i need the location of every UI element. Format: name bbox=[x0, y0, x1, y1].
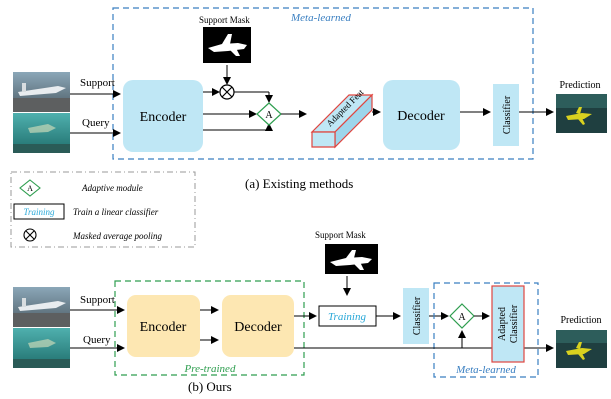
query-image-top bbox=[13, 113, 70, 153]
legend-pool-icon bbox=[23, 228, 37, 242]
support-image-bottom bbox=[13, 287, 70, 327]
decoder-box-bottom bbox=[222, 295, 294, 357]
classifier-box-bottom bbox=[403, 288, 429, 344]
encoder-box-bottom bbox=[127, 295, 200, 357]
pretrained-label: Pre-trained bbox=[184, 363, 236, 375]
support-label-bottom: Support bbox=[80, 294, 115, 306]
query-label-top: Query bbox=[82, 117, 110, 129]
svg-text:A: A bbox=[27, 184, 33, 193]
adaptive-module-icon-top: A bbox=[256, 102, 282, 126]
legend-adaptive-text: Adaptive module bbox=[81, 183, 143, 193]
legend-training-label: Training bbox=[23, 207, 55, 217]
classifier-box-top bbox=[493, 84, 519, 146]
meta-learned-label-bottom: Meta-learned bbox=[455, 364, 516, 376]
decoder-box-top bbox=[383, 80, 460, 150]
adapted-classifier-label-2: Classifier bbox=[509, 304, 520, 343]
adapted-feat-block-top: Adapted Feat bbox=[310, 87, 374, 149]
meta-learned-region-bottom bbox=[433, 282, 539, 378]
encoder-label-top: Encoder bbox=[140, 110, 187, 125]
decoder-label-top: Decoder bbox=[397, 109, 445, 124]
svg-text:A: A bbox=[265, 110, 273, 121]
legend-adaptive-icon: A bbox=[19, 179, 41, 197]
legend-training-box bbox=[13, 203, 65, 220]
support-label-top: Support bbox=[80, 77, 115, 89]
support-mask-image-top bbox=[203, 27, 251, 63]
pretrained-region bbox=[114, 280, 305, 376]
query-label-bottom: Query bbox=[83, 334, 111, 346]
caption-bottom: (b) Ours bbox=[188, 379, 232, 394]
support-mask-image-bottom bbox=[325, 244, 378, 274]
legend-box bbox=[10, 171, 196, 248]
adaptive-module-icon-bottom: A bbox=[449, 303, 475, 329]
legend-pool-text: Masked average pooling bbox=[72, 231, 162, 241]
encoder-label-bottom: Encoder bbox=[140, 320, 187, 335]
prediction-label-bottom: Prediction bbox=[560, 315, 601, 326]
training-label-bottom: Training bbox=[328, 311, 366, 323]
encoder-box-top bbox=[123, 80, 203, 152]
legend-training-text: Train a linear classifier bbox=[73, 207, 159, 217]
prediction-image-top bbox=[556, 94, 607, 133]
classifier-label-top: Classifier bbox=[502, 95, 513, 134]
svg-text:A: A bbox=[458, 312, 466, 323]
meta-learned-label-top: Meta-learned bbox=[290, 12, 351, 24]
decoder-label-bottom: Decoder bbox=[234, 320, 282, 335]
prediction-label-top: Prediction bbox=[559, 80, 600, 91]
caption-top: (a) Existing methods bbox=[245, 176, 353, 191]
meta-learned-region-top bbox=[112, 7, 534, 160]
masked-pooling-icon-top bbox=[219, 84, 235, 100]
support-mask-label-top: Support Mask bbox=[199, 15, 250, 25]
adapted-classifier-box bbox=[491, 285, 525, 363]
adapted-classifier-label-1: Adapted bbox=[497, 307, 508, 341]
prediction-image-bottom bbox=[556, 330, 607, 368]
support-mask-label-bottom: Support Mask bbox=[315, 230, 366, 240]
classifier-label-bottom: Classifier bbox=[412, 296, 423, 335]
query-image-bottom bbox=[13, 328, 70, 368]
support-image-top bbox=[13, 72, 70, 112]
